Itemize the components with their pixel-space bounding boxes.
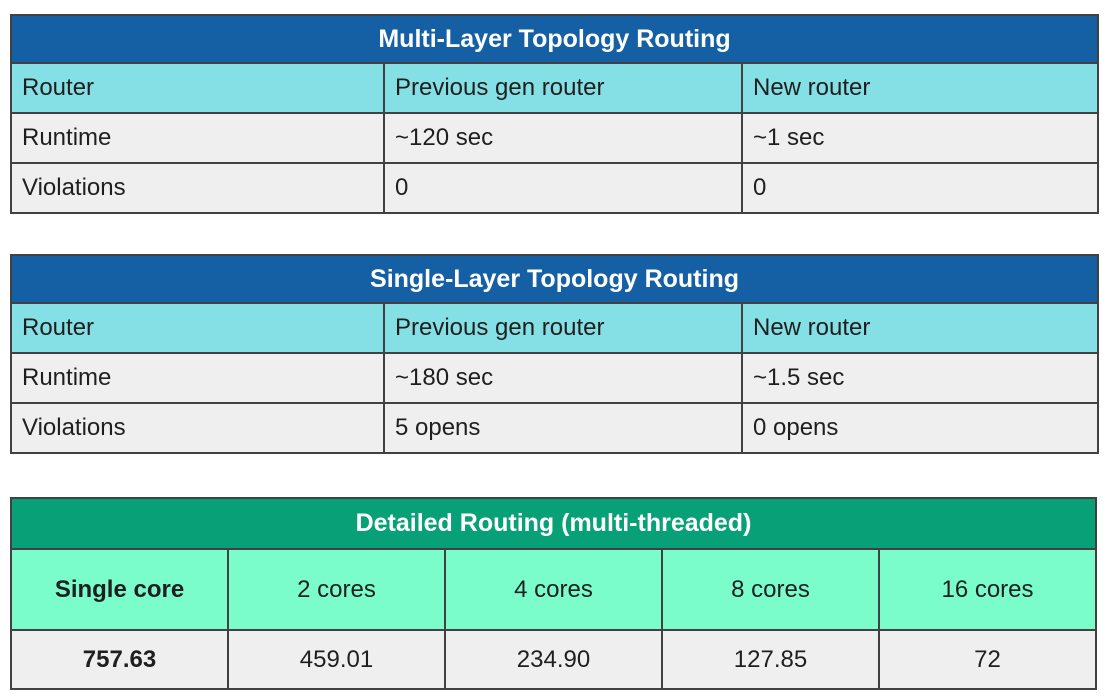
table-multi-layer-routing: Multi-Layer Topology Routing Router Prev… <box>10 14 1099 214</box>
table-title-row: Detailed Routing (multi-threaded) <box>10 497 1097 550</box>
table-title-row: Single-Layer Topology Routing <box>9 254 1100 304</box>
column-header-8-cores: 8 cores <box>661 548 880 631</box>
cell-16-cores-runtime: 72 <box>878 629 1097 690</box>
row-label: Violations <box>10 162 385 214</box>
column-header-new-router: New router <box>740 302 1100 354</box>
table-detailed-routing: Detailed Routing (multi-threaded) Single… <box>10 497 1097 690</box>
table-row-runtime: Runtime ~180 sec ~1.5 sec <box>10 352 1100 404</box>
cell-value: ~1.5 sec <box>740 352 1100 404</box>
cell-value: 0 <box>383 162 743 214</box>
cell-value: 0 <box>741 162 1099 214</box>
row-label: Runtime <box>10 112 385 164</box>
table-row-runtime: Runtime ~120 sec ~1 sec <box>10 112 1099 164</box>
cell-8-cores-runtime: 127.85 <box>661 629 880 690</box>
cell-value: 0 opens <box>740 402 1100 454</box>
table-title: Single-Layer Topology Routing <box>9 254 1100 304</box>
column-header-router: Router <box>10 62 385 114</box>
table-title: Detailed Routing (multi-threaded) <box>10 497 1097 550</box>
cell-value: ~120 sec <box>383 112 743 164</box>
table-title: Multi-Layer Topology Routing <box>10 14 1099 64</box>
row-label: Runtime <box>10 352 385 404</box>
column-header-router: Router <box>10 302 385 354</box>
row-label: Violations <box>10 402 385 454</box>
table-row-violations: Violations 0 0 <box>10 162 1099 214</box>
table-row-runtimes: 757.63 459.01 234.90 127.85 72 <box>10 629 1097 690</box>
cell-single-core-runtime: 757.63 <box>10 629 229 690</box>
cell-value: ~180 sec <box>383 352 743 404</box>
column-header-16-cores: 16 cores <box>878 548 1097 631</box>
column-header-previous-gen-router: Previous gen router <box>383 302 743 354</box>
cell-2-cores-runtime: 459.01 <box>227 629 446 690</box>
cell-4-cores-runtime: 234.90 <box>444 629 663 690</box>
column-header-previous-gen-router: Previous gen router <box>383 62 743 114</box>
table-single-layer-routing: Single-Layer Topology Routing Router Pre… <box>9 254 1100 454</box>
table-row-violations: Violations 5 opens 0 opens <box>10 402 1100 454</box>
column-header-new-router: New router <box>741 62 1099 114</box>
column-header-4-cores: 4 cores <box>444 548 663 631</box>
column-header-row: Router Previous gen router New router <box>10 302 1100 354</box>
column-header-single-core: Single core <box>10 548 229 631</box>
column-header-2-cores: 2 cores <box>227 548 446 631</box>
column-header-row: Router Previous gen router New router <box>10 62 1099 114</box>
table-title-row: Multi-Layer Topology Routing <box>10 14 1099 64</box>
column-header-row: Single core 2 cores 4 cores 8 cores 16 c… <box>10 548 1097 631</box>
cell-value: ~1 sec <box>741 112 1099 164</box>
cell-value: 5 opens <box>383 402 743 454</box>
